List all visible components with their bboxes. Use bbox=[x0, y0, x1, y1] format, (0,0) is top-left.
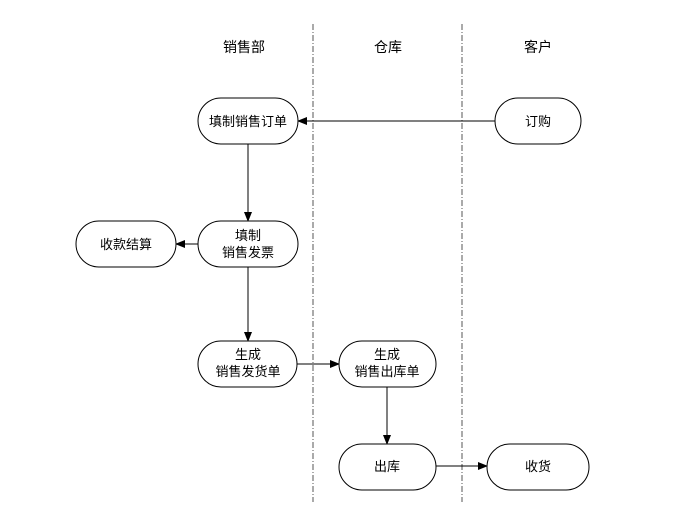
node-fill-sales-invoice-line2: 销售发票 bbox=[222, 245, 274, 261]
node-generate-shipping-note: 生成 销售发货单 bbox=[197, 340, 298, 388]
node-outbound-label: 出库 bbox=[374, 459, 400, 475]
node-receive-goods: 收货 bbox=[486, 443, 590, 491]
node-fill-sales-order-label: 填制销售订单 bbox=[209, 114, 287, 130]
node-outbound: 出库 bbox=[338, 443, 437, 491]
node-generate-outbound-note-line1: 生成 bbox=[374, 348, 400, 363]
lane-title-warehouse: 仓库 bbox=[374, 40, 402, 56]
node-order: 订购 bbox=[494, 97, 582, 145]
node-payment-settlement: 收款结算 bbox=[75, 220, 177, 268]
node-fill-sales-invoice-line1: 填制 bbox=[235, 229, 261, 244]
lane-title-customer: 客户 bbox=[524, 39, 552, 56]
node-fill-sales-invoice: 填制 销售发票 bbox=[197, 220, 299, 268]
node-order-label: 订购 bbox=[525, 114, 551, 130]
node-receive-goods-label: 收货 bbox=[525, 459, 551, 475]
lane-title-sales: 销售部 bbox=[223, 40, 265, 56]
node-generate-shipping-note-line1: 生成 bbox=[235, 348, 261, 363]
node-generate-outbound-note-line2: 销售出库单 bbox=[354, 364, 419, 380]
node-fill-sales-order: 填制销售订单 bbox=[197, 97, 299, 145]
node-generate-outbound-note: 生成 销售出库单 bbox=[338, 340, 437, 388]
node-payment-settlement-label: 收款结算 bbox=[100, 238, 152, 253]
node-generate-shipping-note-line2: 销售发货单 bbox=[215, 364, 280, 380]
